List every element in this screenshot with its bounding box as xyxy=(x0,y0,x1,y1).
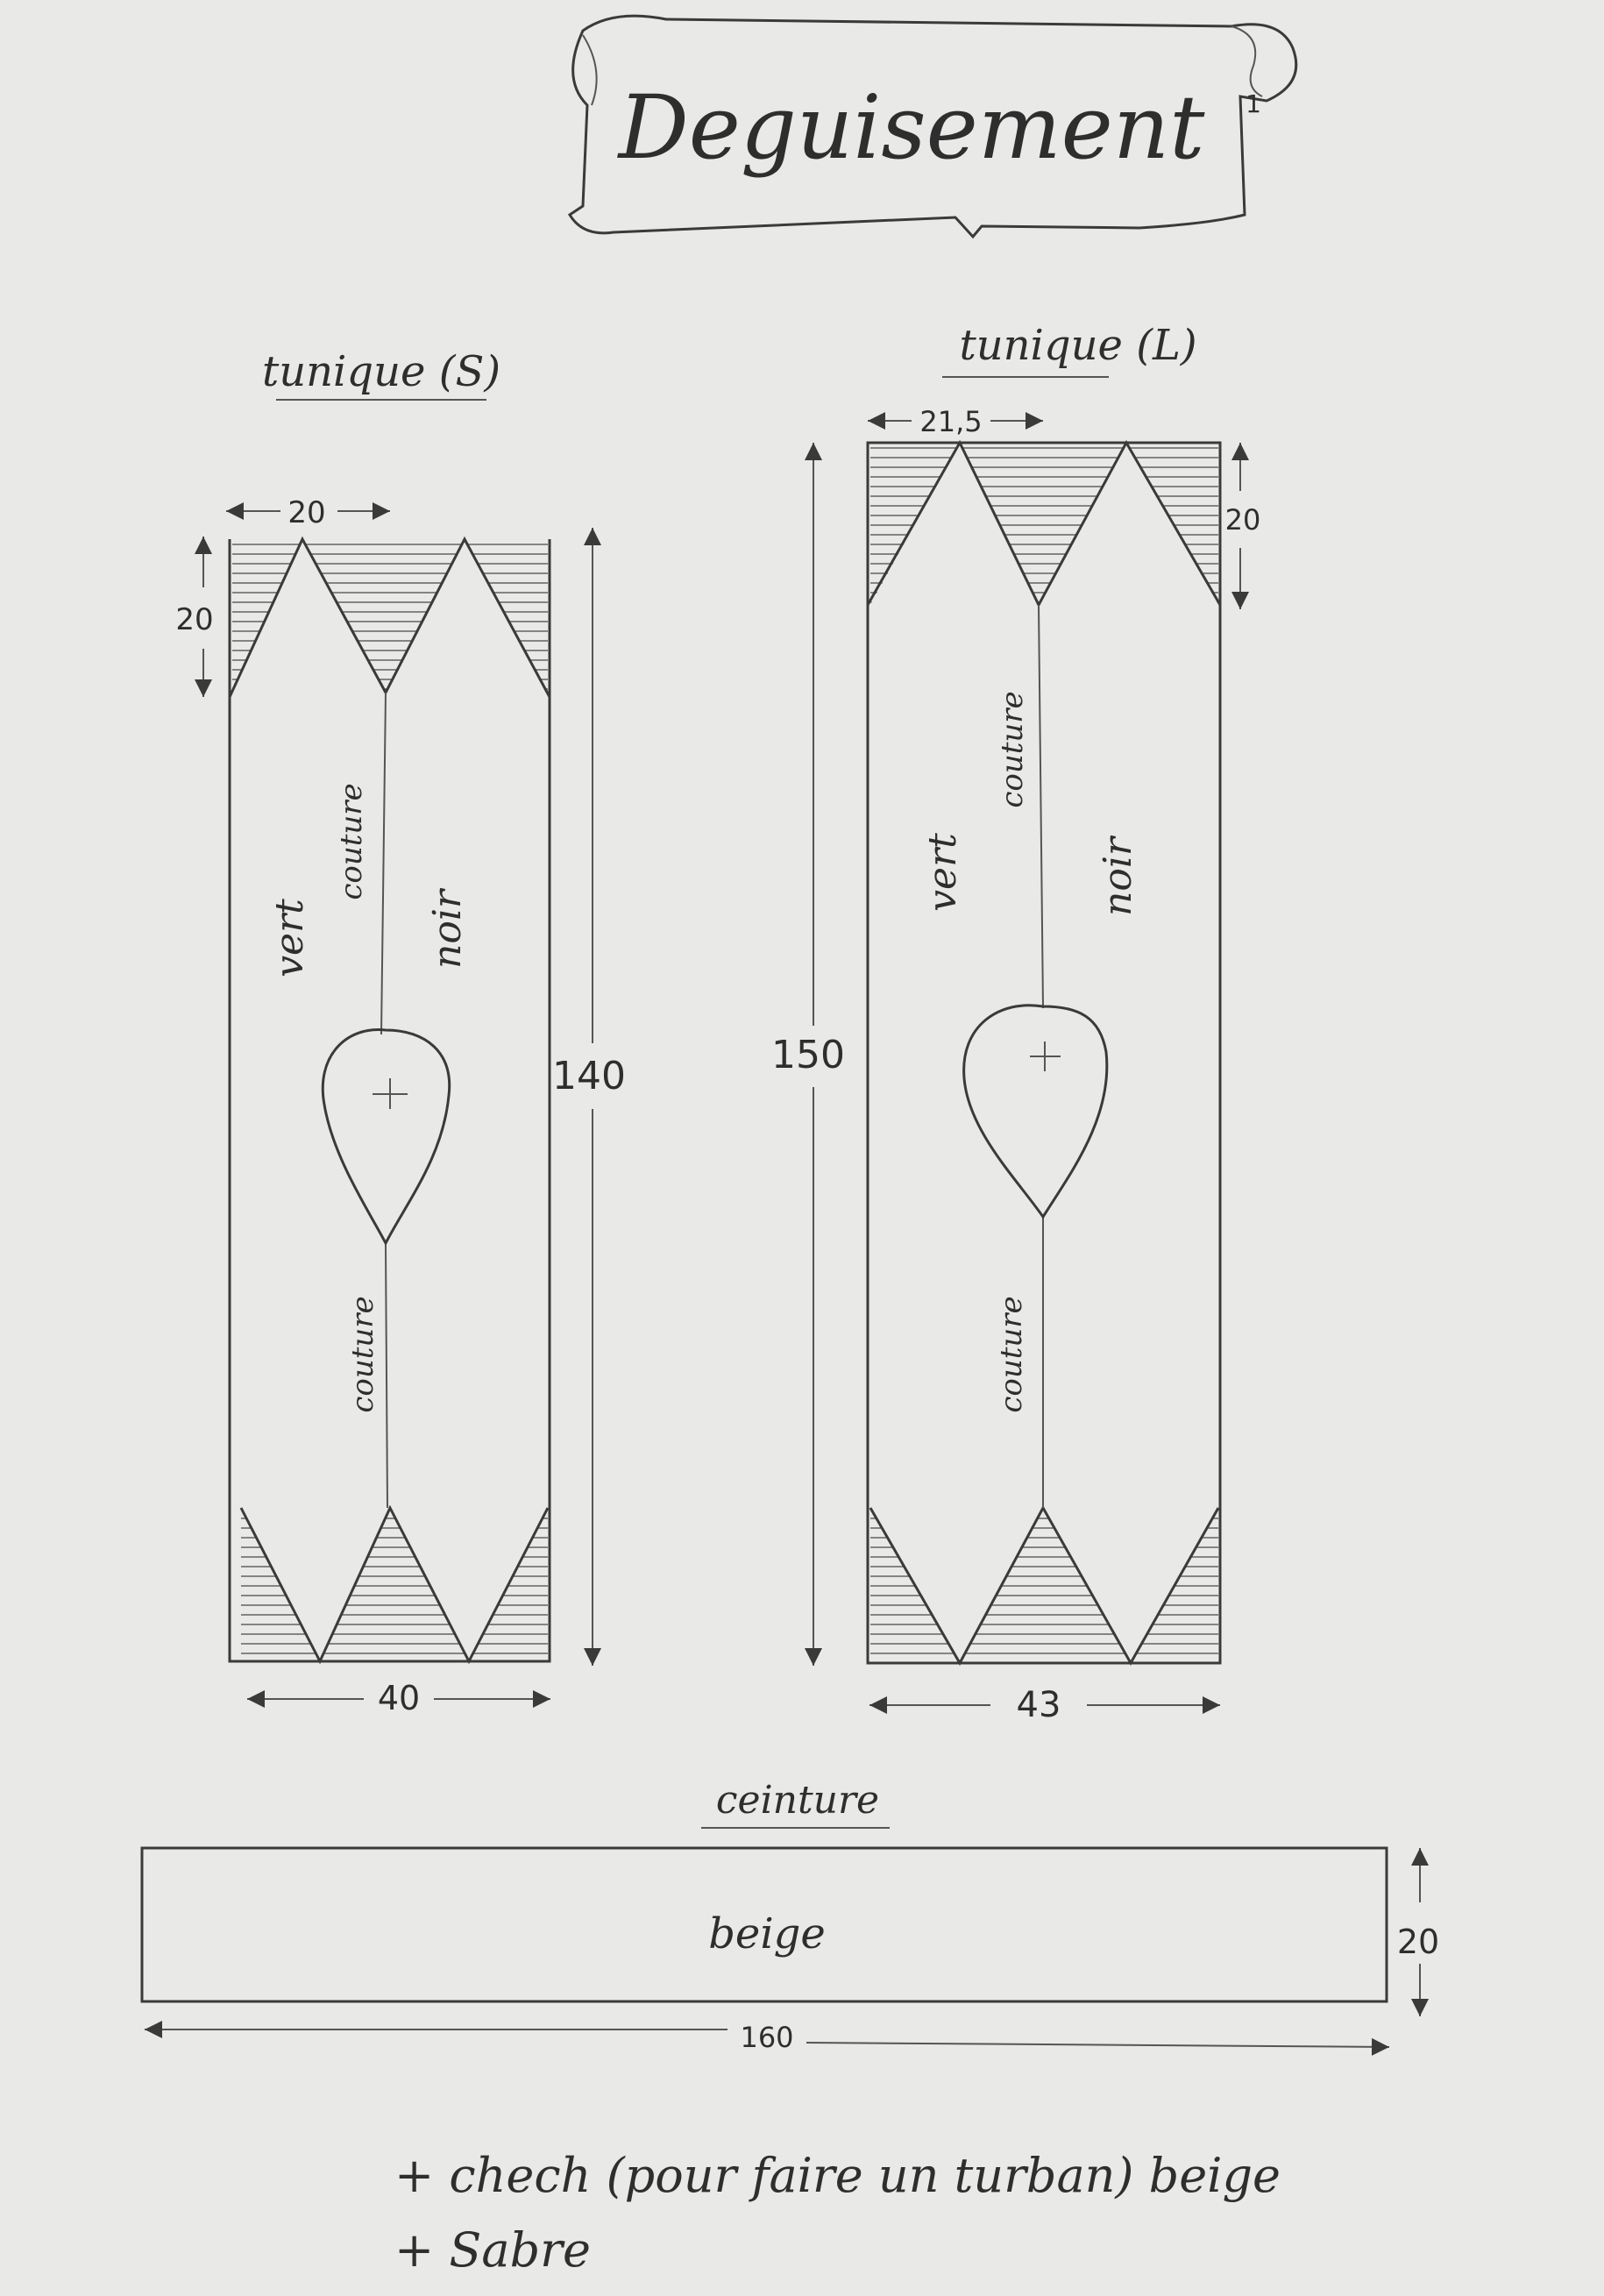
tunic-small-width: 40 xyxy=(378,1679,420,1717)
tunic-small-seam-top: couture xyxy=(334,783,369,899)
tunic-small-seam-bottom: couture xyxy=(345,1296,380,1412)
belt-width: 160 xyxy=(740,2021,793,2054)
tunic-large-seam-bottom: couture xyxy=(994,1296,1029,1412)
tunic-small-left-color: vert xyxy=(267,899,312,977)
belt-color: beige xyxy=(708,1909,826,1958)
tunic-large-label: tunique (L) xyxy=(959,321,1196,370)
tunic-small-height: 140 xyxy=(552,1054,626,1098)
page-title: Deguisement xyxy=(617,76,1206,179)
tunic-small-right-color: noir xyxy=(425,887,470,969)
tunic-large-left-color: vert xyxy=(920,833,965,912)
tunic-large-seam-top: couture xyxy=(995,691,1030,807)
tunic-large-top-height: 20 xyxy=(1225,503,1261,537)
title-scroll: Deguisement 1 xyxy=(567,14,1298,239)
tunic-large-right-color: noir xyxy=(1096,835,1140,916)
page-number: 1 xyxy=(1246,89,1261,118)
tunic-small-top-height: 20 xyxy=(175,602,213,637)
extras-item: + chech (pour faire un turban) beige xyxy=(394,2148,1281,2203)
belt-label: ceinture xyxy=(716,1778,879,1823)
tunic-large: tunique (L) vert noir couture couture 21… xyxy=(771,321,1260,1725)
extras-list: + chech (pour faire un turban) beige + S… xyxy=(394,2148,1281,2278)
extras-item: + Sabre xyxy=(394,2222,591,2278)
tunic-large-height: 150 xyxy=(771,1033,845,1077)
tunic-small-label: tunique (S) xyxy=(262,347,500,396)
belt-height: 20 xyxy=(1397,1923,1439,1961)
tunic-small: tunique (S) vert noir couture couture 20… xyxy=(175,347,626,1717)
tunic-small-top-width: 20 xyxy=(287,495,325,530)
belt: ceinture beige 20 160 xyxy=(140,1778,1439,2056)
tunic-large-width: 43 xyxy=(1017,1685,1061,1725)
tunic-large-top-width: 21,5 xyxy=(919,405,982,438)
